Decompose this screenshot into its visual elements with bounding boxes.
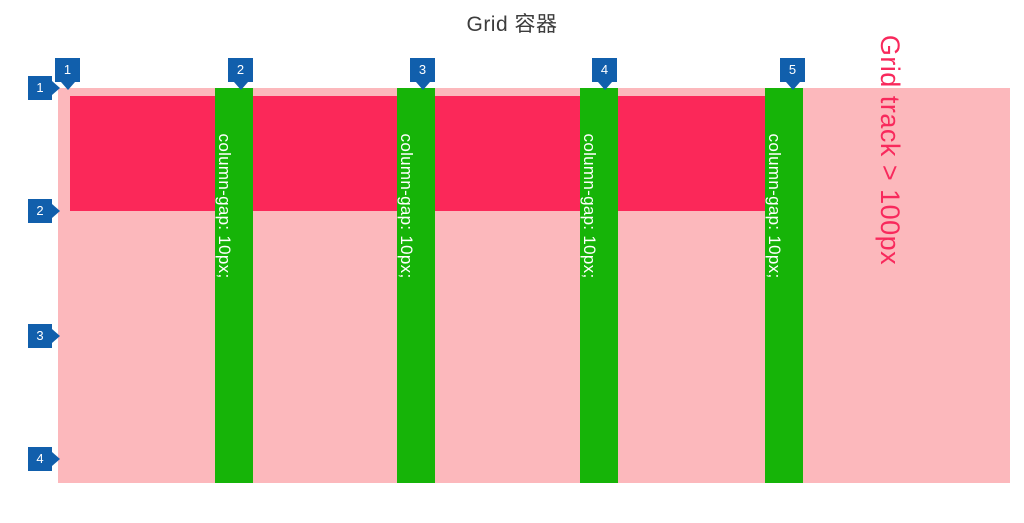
marker-down-arrow-icon [415,82,430,90]
column-line-number: 1 [55,58,80,82]
column-line-marker: 3 [410,58,435,90]
column-line-number: 2 [228,58,253,82]
column-gap-label: column-gap: 10px; [765,133,784,279]
column-line-marker: 5 [780,58,805,90]
row-line-number: 3 [28,324,52,348]
page-title: Grid 容器 [466,13,558,36]
column-gap-strip: column-gap: 10px; [397,88,435,483]
row-line-marker: 4 [28,447,60,471]
marker-right-arrow-icon [52,204,60,218]
column-line-number: 5 [780,58,805,82]
row-line-marker: 2 [28,199,60,223]
column-line-marker: 4 [592,58,617,90]
row-line-number: 1 [28,76,52,100]
row-line-marker: 3 [28,324,60,348]
marker-down-arrow-icon [233,82,248,90]
column-line-marker: 1 [55,58,80,90]
marker-down-arrow-icon [597,82,612,90]
column-line-marker: 2 [228,58,253,90]
marker-down-arrow-icon [60,82,75,90]
column-gap-label: column-gap: 10px; [580,133,599,279]
column-gap-strip: column-gap: 10px; [580,88,618,483]
grid-track-label: Grid track > 100px [872,35,938,430]
marker-right-arrow-icon [52,329,60,343]
column-line-number: 3 [410,58,435,82]
row-line-number: 2 [28,199,52,223]
grid-track-label-text: Grid track > 100px [875,34,905,266]
row-line-marker: 1 [28,76,60,100]
marker-right-arrow-icon [52,81,60,95]
column-gap-strip: column-gap: 10px; [215,88,253,483]
column-gap-strip: column-gap: 10px; [765,88,803,483]
column-line-number: 4 [592,58,617,82]
marker-down-arrow-icon [785,82,800,90]
marker-right-arrow-icon [52,452,60,466]
column-gap-label: column-gap: 10px; [397,133,416,279]
column-gap-label: column-gap: 10px; [215,133,234,279]
row-line-number: 4 [28,447,52,471]
